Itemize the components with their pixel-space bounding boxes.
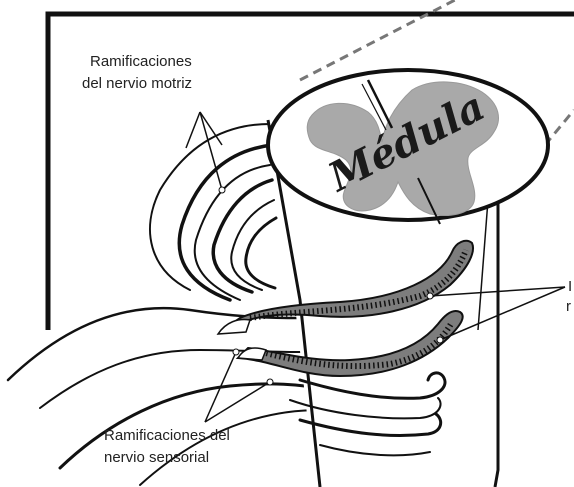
pointer-dot — [267, 379, 273, 385]
right-label-clipped-2: r — [566, 298, 571, 315]
motor-nerve-label-line1: Ramificaciones — [90, 53, 192, 70]
sensory-nerve-label-line1: Ramificaciones del — [104, 427, 230, 444]
sensory-nerve-label-line2: nervio sensorial — [104, 449, 209, 466]
pointer-dot — [437, 337, 443, 343]
pointer-dot — [427, 293, 433, 299]
right-label-clipped-1: I — [568, 278, 572, 295]
motor-nerve-label-line2: del nervio motriz — [82, 75, 192, 92]
motor-nerve-branches — [150, 124, 276, 300]
pointer-dot — [219, 187, 225, 193]
pointer-dot — [233, 349, 239, 355]
